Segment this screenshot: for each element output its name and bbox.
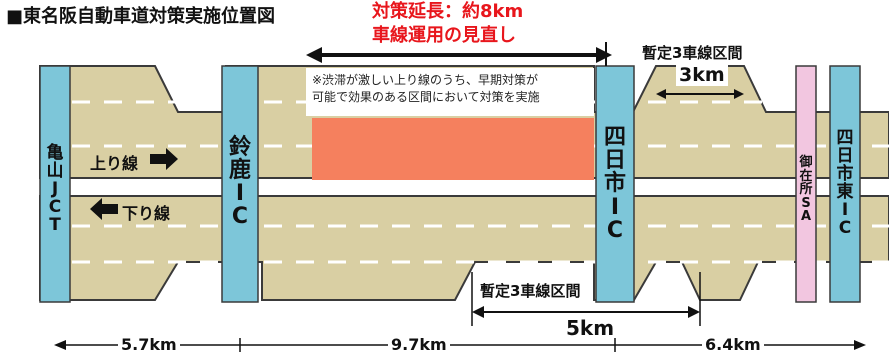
- distance-kameyama-suzuka: 5.7km: [118, 335, 180, 354]
- suzuka-char-1: 鈴: [228, 134, 251, 160]
- kameyama-jct-label: 亀 山 J C T: [40, 140, 70, 240]
- median-strip: [40, 180, 889, 194]
- kameyama-char-4: C: [48, 196, 62, 217]
- headline-line1: 対策延長：約8km: [372, 1, 524, 22]
- bottom-5km-arrow-left-head: [472, 306, 484, 318]
- gozaisho-char-5: A: [800, 209, 812, 225]
- kameyama-char-5: T: [49, 214, 61, 235]
- up-direction-arrow: [150, 148, 178, 170]
- kameyama-char-3: J: [51, 179, 59, 200]
- suzuka-char-2: 鹿: [228, 157, 251, 183]
- suzuka-ic-label: 鈴 鹿 I C: [222, 126, 258, 238]
- gozaisho-sa-bar: [795, 65, 817, 303]
- headline-arrow-left-head: [306, 47, 322, 63]
- provisional-top-label: 暫定3車線区間: [640, 42, 745, 63]
- down-line-label: 下り線: [122, 204, 171, 223]
- distance-yokkaichi-higashi: 6.4km: [702, 335, 764, 354]
- suzuka-char-4: C: [231, 204, 249, 230]
- higashi-char-1: 四: [836, 128, 854, 149]
- yokkaichi-higashi-ic-bar: [829, 65, 861, 303]
- gozaisho-char-3: 所: [799, 182, 813, 198]
- distance-arrow-end: [854, 340, 866, 350]
- provisional-bottom-length: 5km: [566, 316, 615, 340]
- suzuka-ic-bar: [221, 65, 259, 303]
- provisional-bottom-label: 暫定3車線区間: [478, 280, 583, 301]
- gozaisho-char-2: 在: [799, 168, 813, 184]
- note-box: ※渋滞が激しい上り線のうち、早期対策が 可能で効果のある区間において対策を実施: [306, 68, 594, 116]
- kameyama-char-1: 亀: [46, 143, 64, 164]
- up-line-label: 上り線: [90, 154, 139, 173]
- yokkaichi-char-1: 四: [603, 125, 626, 151]
- gozaisho-char-1: 御: [799, 154, 813, 170]
- top-3km-arrow-left-head: [656, 89, 666, 99]
- higashi-char-2: 日: [836, 146, 854, 167]
- kameyama-jct-bar: [39, 65, 71, 303]
- yokkaichi-char-5: C: [606, 217, 624, 243]
- gozaisho-char-4: S: [801, 195, 811, 211]
- yokkaichi-ic-label: 四 日 市 I C: [596, 116, 634, 252]
- higashi-char-4: 東: [836, 182, 854, 202]
- headline: 対策延長：約8km 車線運用の見直し: [372, 0, 523, 48]
- bottom-5km-arrow-right-head: [688, 306, 700, 318]
- target-section: [312, 118, 594, 180]
- higashi-char-5: I: [841, 199, 849, 220]
- yokkaichi-char-4: I: [610, 194, 620, 220]
- note-line2: 可能で効果のある区間において対策を実施: [312, 90, 540, 104]
- headline-arrow-right-head: [596, 47, 612, 63]
- yokkaichi-char-2: 日: [603, 148, 626, 174]
- higashi-char-6: C: [838, 217, 852, 238]
- gozaisho-sa-label: 御 在 所 S A: [796, 140, 816, 240]
- higashi-char-3: 市: [836, 164, 854, 185]
- distance-suzuka-yokkaichi: 9.7km: [388, 335, 450, 354]
- yokkaichi-higashi-ic-label: 四 日 市 東 I C: [830, 116, 860, 252]
- page-title: ■東名阪自動車道対策実施位置図: [6, 6, 276, 27]
- note-line1: ※渋滞が激しい上り線のうち、早期対策が: [312, 73, 539, 87]
- yokkaichi-ic-bar: [595, 65, 635, 303]
- down-direction-arrow: [90, 198, 118, 220]
- provisional-top-length: 3km: [676, 64, 728, 86]
- kameyama-char-2: 山: [46, 161, 64, 182]
- top-3km-arrow-right-head: [734, 89, 744, 99]
- distance-arrow-start: [54, 340, 66, 350]
- yokkaichi-char-3: 市: [603, 171, 626, 197]
- suzuka-char-3: I: [235, 181, 245, 206]
- headline-line2: 車線運用の見直し: [372, 25, 516, 46]
